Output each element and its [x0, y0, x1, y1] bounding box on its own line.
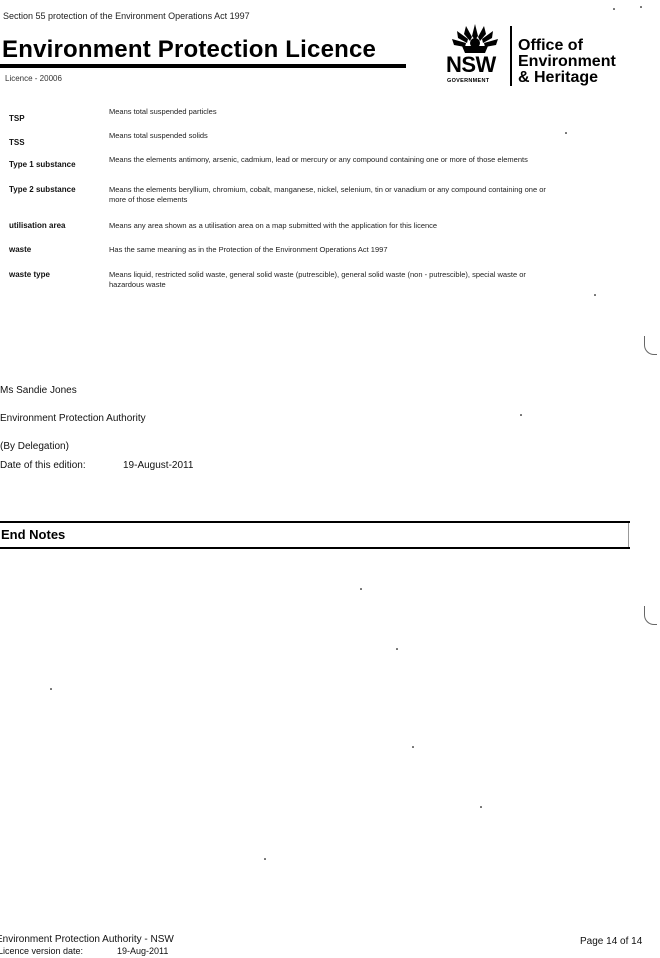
- nsw-oeh-logo: NSW GOVERNMENT Office of Environment & H…: [440, 22, 640, 92]
- definition-text: Means total suspended solids: [109, 131, 208, 140]
- office-name: Office of Environment & Heritage: [518, 38, 616, 86]
- office-line-3: & Heritage: [518, 69, 599, 86]
- office-line-2: Environment: [518, 53, 616, 70]
- scan-speck: [520, 414, 522, 416]
- scan-speck: [50, 688, 52, 690]
- scan-speck: [396, 648, 398, 650]
- footer-version-date: 19-Aug-2011: [117, 946, 169, 956]
- definition-term: waste: [9, 245, 32, 254]
- end-notes-top-rule: [0, 521, 630, 523]
- definition-term: Type 1 substance: [9, 160, 76, 169]
- delegation-note: (By Delegation): [0, 441, 69, 452]
- definition-term: waste type: [9, 270, 50, 279]
- end-notes-heading: End Notes: [1, 527, 66, 542]
- government-wordmark: GOVERNMENT: [447, 78, 490, 84]
- scan-speck: [565, 132, 567, 134]
- scan-speck: [412, 746, 414, 748]
- title-underline: [0, 64, 406, 68]
- section-reference: Section 55 protection of the Environment…: [3, 11, 250, 21]
- signatory-authority: Environment Protection Authority: [0, 413, 146, 424]
- nsw-wordmark: NSW: [446, 52, 496, 77]
- definition-text: Has the same meaning as in the Protectio…: [109, 245, 388, 254]
- edition-date-label: Date of this edition:: [0, 460, 86, 471]
- definition-term: TSS: [9, 138, 25, 147]
- scan-mark: [644, 336, 657, 355]
- office-line-1: Office of: [518, 37, 583, 54]
- end-notes-edge: [628, 523, 629, 547]
- definition-term: TSP: [9, 114, 25, 123]
- scan-mark: [644, 606, 657, 625]
- footer-version-label: Licence version date:: [0, 946, 84, 956]
- definition-term: Type 2 substance: [9, 185, 76, 194]
- end-notes-bottom-rule: [0, 547, 630, 549]
- edition-date-value: 19-August-2011: [123, 460, 194, 471]
- scan-speck: [613, 8, 615, 10]
- scan-speck: [480, 806, 482, 808]
- definition-text: Means the elements antimony, arsenic, ca…: [109, 155, 528, 164]
- scan-speck: [594, 294, 596, 296]
- scan-speck: [264, 858, 266, 860]
- definition-text: Means liquid, restricted solid waste, ge…: [109, 270, 526, 289]
- definition-text: Means total suspended particles: [109, 107, 217, 116]
- scan-speck: [640, 6, 642, 8]
- definition-text: Means the elements beryllium, chromium, …: [109, 185, 546, 204]
- footer-organisation: Environment Protection Authority - NSW: [0, 934, 174, 945]
- definition-text: Means any area shown as a utilisation ar…: [109, 221, 438, 230]
- licence-number: Licence - 20006: [5, 74, 62, 83]
- scan-speck: [360, 588, 362, 590]
- waratah-flower-icon: [452, 24, 498, 53]
- definition-term: utilisation area: [9, 221, 66, 230]
- signatory-name: Ms Sandie Jones: [0, 385, 77, 396]
- page-number: Page 14 of 14: [580, 936, 643, 947]
- logo-divider: [510, 26, 512, 86]
- document-title: Environment Protection Licence: [2, 36, 377, 63]
